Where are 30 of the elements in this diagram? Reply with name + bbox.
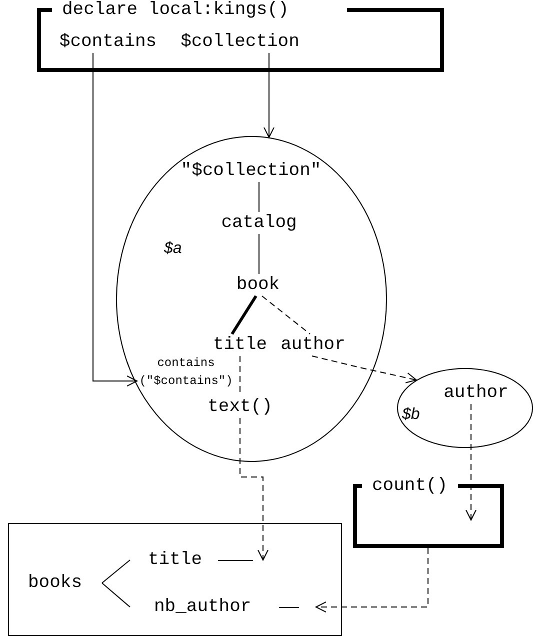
connector-line bbox=[230, 295, 258, 335]
node-label: title bbox=[148, 549, 202, 571]
connector-line bbox=[102, 582, 130, 608]
arrow bbox=[312, 356, 417, 384]
function-heading: declare local:kings() bbox=[52, 1, 347, 19]
connector-line bbox=[258, 234, 260, 274]
result-box bbox=[8, 523, 342, 636]
arrow bbox=[92, 52, 138, 386]
node-label: catalog bbox=[219, 212, 299, 234]
node-label: $contains bbox=[56, 31, 160, 53]
arrow bbox=[466, 404, 476, 520]
arrow bbox=[316, 548, 428, 612]
node-label: books bbox=[22, 572, 102, 594]
connector-line bbox=[258, 182, 260, 212]
node-label: author bbox=[278, 334, 348, 356]
node-label: text() bbox=[206, 396, 274, 418]
arrow bbox=[240, 418, 268, 560]
connector-line bbox=[262, 296, 310, 334]
function-heading: count() bbox=[362, 477, 458, 495]
variable-label: $a bbox=[164, 239, 182, 259]
node-label: "$collection" bbox=[176, 160, 326, 182]
node-label: nb_author bbox=[154, 596, 252, 618]
node-label: contains ("$contains") bbox=[137, 354, 235, 390]
node-label: $collection bbox=[177, 31, 303, 53]
node-label: title bbox=[211, 334, 269, 356]
arrow bbox=[264, 52, 274, 138]
node-label: author bbox=[440, 382, 512, 404]
node-label: book bbox=[231, 274, 285, 296]
connector-line bbox=[102, 560, 130, 584]
variable-label: $b bbox=[402, 405, 420, 425]
